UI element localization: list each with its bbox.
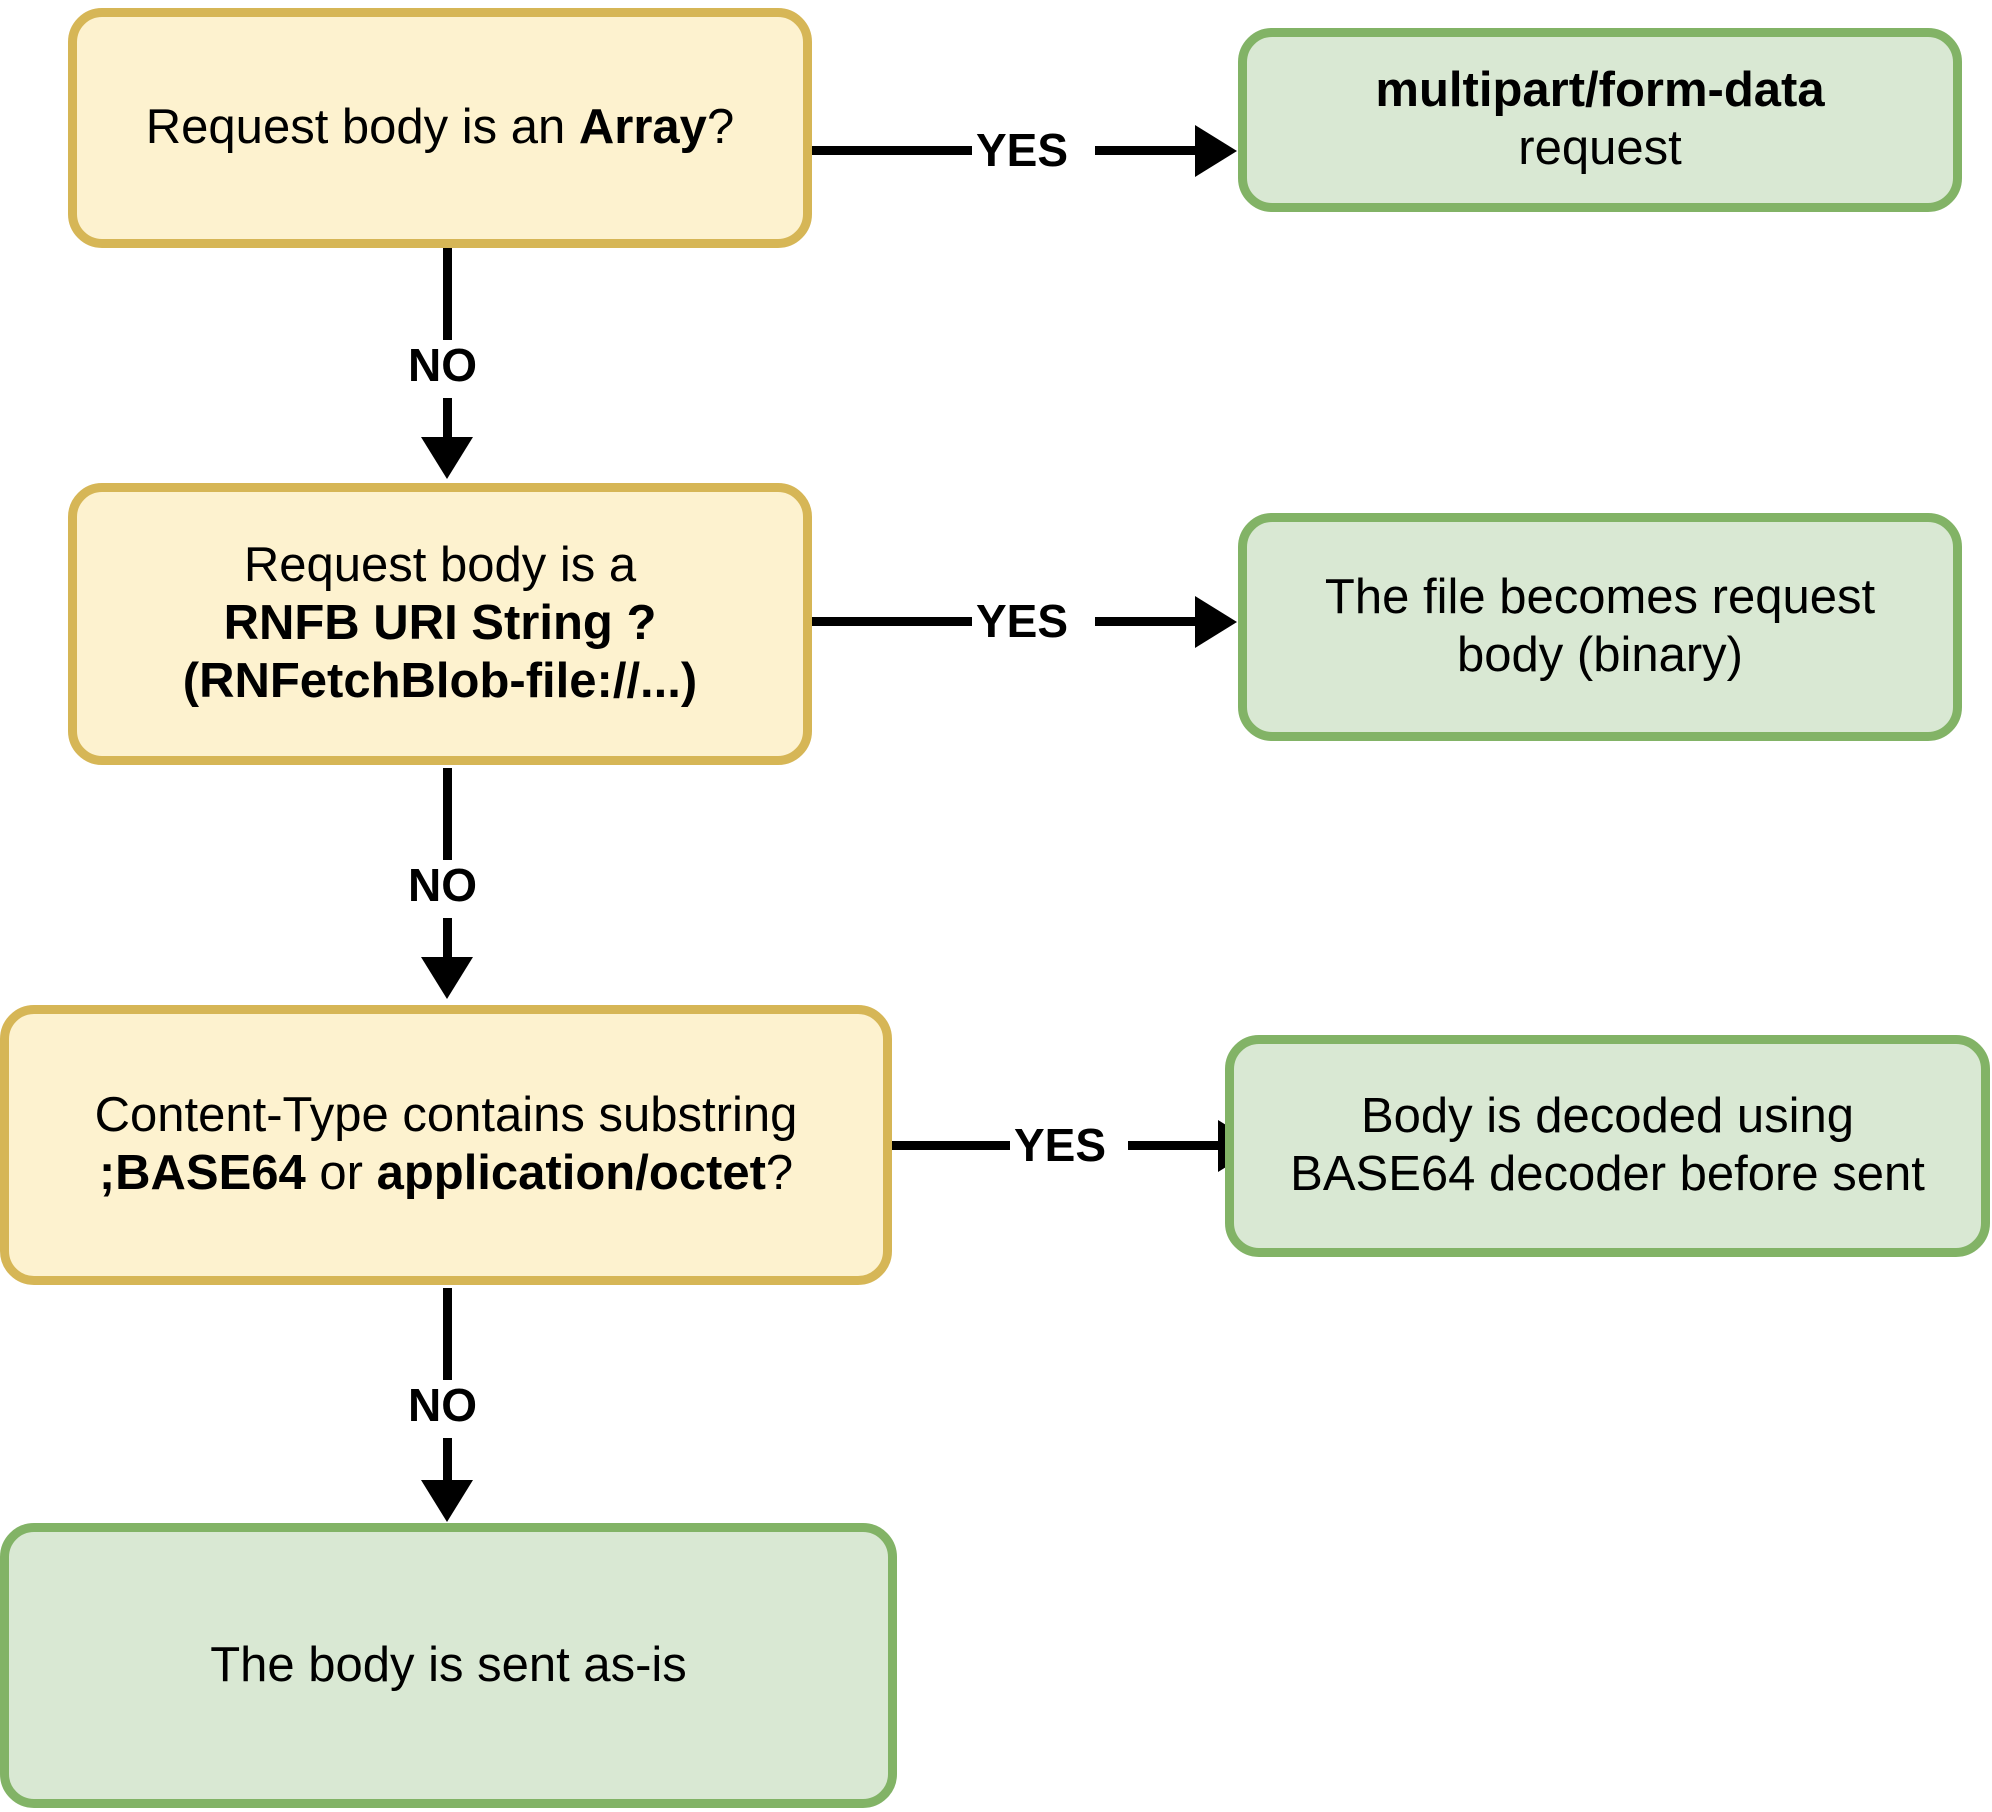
edge-label-rnfb-no: NO — [404, 860, 481, 910]
edge-rnfb-yes-line-left — [812, 617, 972, 626]
terminal-file-binary-text: The file becomes request body (binary) — [1247, 569, 1953, 685]
terminal-base64-line1: Body is decoded using — [1360, 1089, 1855, 1144]
terminal-as-is-text: The body is sent as-is — [9, 1637, 888, 1695]
terminal-node-multipart-form-data[interactable]: multipart/form-data request — [1238, 28, 1962, 212]
edge-label-ctype-yes: YES — [1010, 1120, 1111, 1170]
decision-rnfb-line1: Request body is a — [243, 538, 637, 593]
edge-label-array-no: NO — [404, 340, 481, 390]
decision-array-line1-strong: Array — [578, 100, 707, 155]
edge-rnfb-yes-line-right — [1095, 617, 1205, 626]
terminal-node-body-sent-as-is[interactable]: The body is sent as-is — [0, 1523, 897, 1808]
terminal-base64-line2: BASE64 decoder before sent — [1290, 1147, 1925, 1201]
decision-content-type-base64: ;BASE64 — [98, 1146, 306, 1200]
edge-label-rnfb-yes: YES — [972, 596, 1073, 646]
edge-ctype-yes-line-left — [892, 1141, 1014, 1150]
decision-content-type-octet: application/octet — [376, 1146, 766, 1200]
decision-array-line1-suffix: ? — [706, 100, 735, 155]
arrowhead-ctype-no-icon — [421, 1480, 473, 1522]
decision-node-content-type-contains-substring[interactable]: Content-Type contains substring ;BASE64 … — [0, 1005, 892, 1285]
terminal-file-binary-line1: The file becomes request — [1324, 570, 1876, 625]
edge-array-no-line-bottom — [443, 398, 452, 440]
decision-array-line1-prefix: Request body is an — [145, 100, 579, 155]
arrowhead-rnfb-yes-icon — [1195, 596, 1237, 648]
terminal-base64-text: Body is decoded using BASE64 decoder bef… — [1234, 1088, 1981, 1204]
edge-ctype-no-line-bottom — [443, 1438, 452, 1482]
terminal-file-binary-line2: body (binary) — [1457, 628, 1743, 682]
decision-rnfb-line2: RNFB URI String ? — [223, 596, 657, 651]
arrowhead-rnfb-no-icon — [421, 957, 473, 999]
terminal-node-body-decoded-base64[interactable]: Body is decoded using BASE64 decoder bef… — [1225, 1035, 1990, 1257]
edge-rnfb-no-line-top — [443, 768, 452, 878]
decision-content-type-or: or — [305, 1146, 377, 1200]
edge-array-yes-line-right — [1095, 146, 1205, 155]
arrowhead-array-yes-icon — [1195, 125, 1237, 177]
terminal-multipart-line1: multipart/form-data — [1375, 63, 1825, 118]
edge-label-array-yes: YES — [972, 125, 1073, 175]
terminal-as-is-line1: The body is sent as-is — [210, 1637, 687, 1692]
edge-array-yes-line-left — [812, 146, 972, 155]
edge-array-no-line-top — [443, 248, 452, 358]
edge-label-ctype-no: NO — [404, 1380, 481, 1430]
terminal-multipart-line2: request — [1518, 121, 1682, 175]
terminal-multipart-text: multipart/form-data request — [1247, 62, 1953, 178]
arrowhead-array-no-icon — [421, 437, 473, 479]
decision-content-type-line1: Content-Type contains substring — [94, 1088, 798, 1143]
edge-ctype-yes-line-right — [1128, 1141, 1228, 1150]
edge-rnfb-no-line-bottom — [443, 918, 452, 960]
decision-content-type-qmark: ? — [765, 1146, 794, 1200]
decision-node-request-body-is-rnfb-uri[interactable]: Request body is a RNFB URI String ? (RNF… — [68, 483, 812, 765]
decision-node-request-body-is-array[interactable]: Request body is an Array? — [68, 8, 812, 248]
decision-array-text: Request body is an Array? — [77, 99, 803, 157]
decision-content-type-text: Content-Type contains substring ;BASE64 … — [9, 1087, 883, 1203]
edge-ctype-no-line-top — [443, 1288, 452, 1398]
decision-rnfb-line3: (RNFetchBlob-file://...) — [182, 653, 698, 708]
decision-rnfb-text: Request body is a RNFB URI String ? (RNF… — [77, 537, 803, 710]
terminal-node-file-becomes-request-body[interactable]: The file becomes request body (binary) — [1238, 513, 1962, 741]
